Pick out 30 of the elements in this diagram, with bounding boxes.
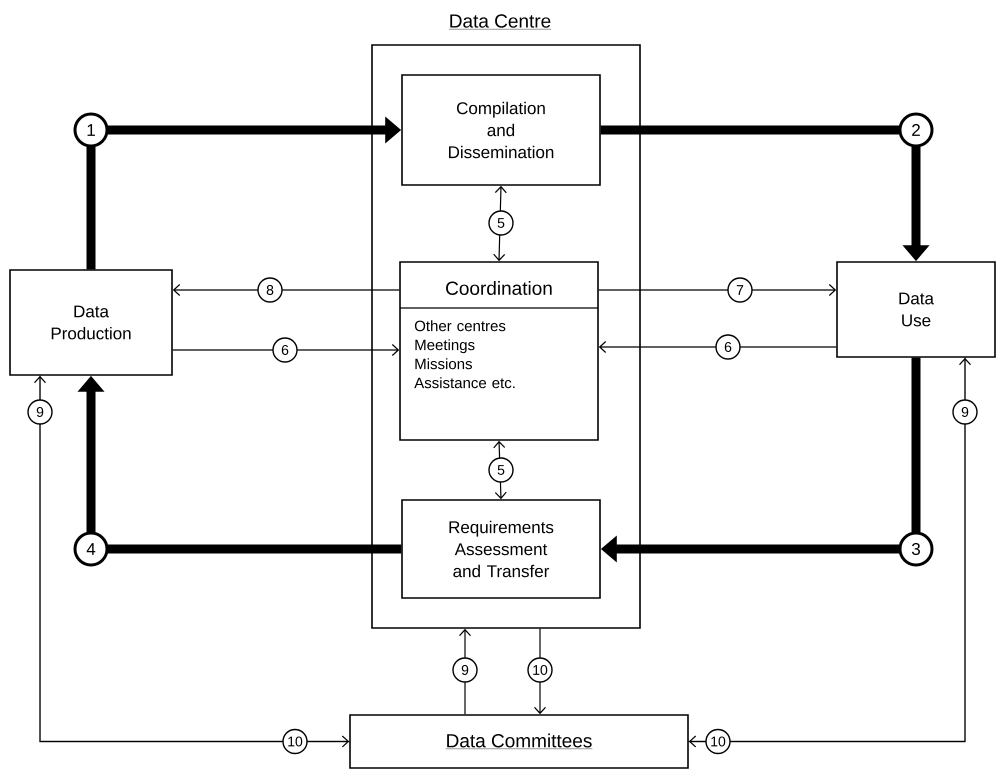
edge-label: 10: [527, 657, 553, 683]
edge-label: 8: [257, 277, 283, 303]
arrow: [172, 344, 400, 356]
process-box: Data Use: [836, 261, 996, 358]
arrow: [598, 341, 836, 353]
edge-label: 5: [488, 210, 514, 236]
edge-label: 10: [282, 728, 308, 754]
edge-label: 7: [727, 277, 753, 303]
arrow: [598, 284, 836, 296]
process-box: Compilation and Dissemination: [401, 74, 601, 186]
arrow: [172, 284, 400, 296]
edge-label: 2: [898, 112, 934, 148]
arrow: [493, 186, 507, 262]
edge-label: 10: [705, 728, 731, 754]
process-box: Data Production: [9, 269, 173, 376]
edge-label: 6: [715, 334, 741, 360]
arrow: [534, 628, 546, 714]
edge-label: 3: [898, 532, 934, 566]
edge-label: 9: [27, 399, 53, 425]
edge-label: 9: [452, 657, 478, 683]
process-box: Coordination Other centres Meetings Missions Assistance etc.: [399, 261, 599, 441]
edge-label: 4: [74, 532, 108, 566]
arrow: [459, 628, 471, 714]
process-box: Requirements Assessment and Transfer: [401, 499, 601, 599]
edge-label: 5: [488, 457, 514, 483]
edge-label: 6: [272, 337, 298, 363]
edge-label: 9: [952, 399, 978, 425]
edge-label: 1: [74, 112, 108, 148]
heading: Data Centre: [448, 14, 552, 30]
process-box: Data Committees: [349, 714, 689, 769]
